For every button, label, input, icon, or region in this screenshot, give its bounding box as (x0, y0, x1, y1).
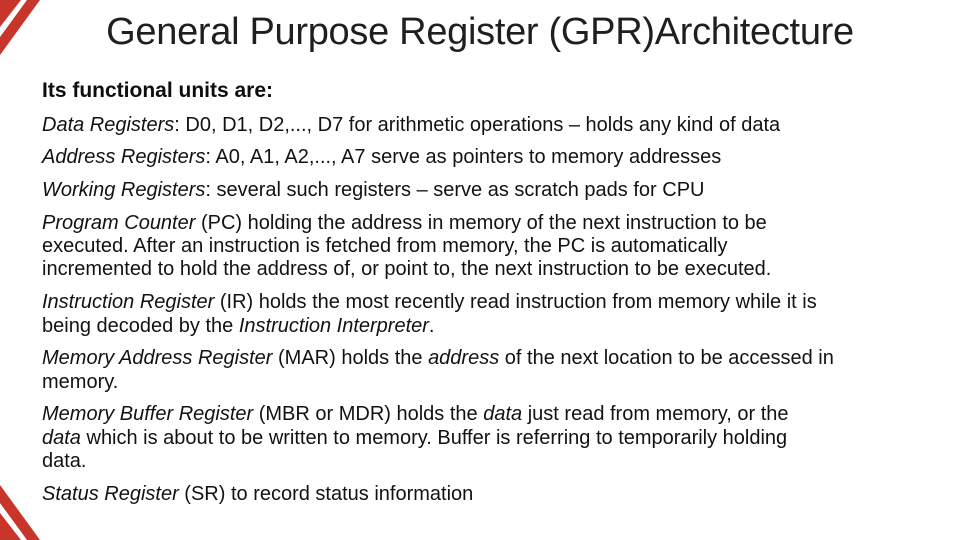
paragraph-status-register: Status Register (SR) to record status in… (42, 483, 944, 506)
text-run: incremented to hold the address of, or p… (42, 258, 772, 281)
text-run: Its functional units are: (42, 79, 274, 102)
paragraph-instruction-register: Instruction Register (IR) holds the most… (42, 291, 944, 338)
text-run: Data Registers (42, 113, 175, 136)
text-run: Instruction Register (42, 291, 215, 314)
text-run: (SR) to record status information (178, 482, 474, 505)
text-run: Program Counter (42, 211, 196, 234)
text-run: (MAR) holds the (272, 347, 429, 370)
text-run: . (428, 314, 435, 337)
text-run: just read from memory, or the (522, 403, 789, 426)
text-run: data (483, 403, 523, 426)
paragraph-working-registers: Working Registers: several such register… (42, 179, 944, 202)
paragraph-intro: Its functional units are: (42, 78, 944, 104)
text-run: (MBR or MDR) holds the (253, 403, 484, 426)
text-run: Instruction Interpreter (238, 314, 429, 337)
corner-chevron-top-left-icon (0, 0, 40, 55)
text-run: (IR) holds the most recently read instru… (214, 291, 817, 314)
paragraph-memory-address-register: Memory Address Register (MAR) holds the … (42, 347, 944, 394)
text-run: of the next location to be accessed in (499, 347, 834, 370)
text-run: Address Registers (42, 146, 206, 169)
text-run: being decoded by the (42, 314, 239, 337)
chevron-stripe (0, 0, 40, 55)
text-run: : A0, A1, A2,..., A7 serve as pointers t… (205, 146, 722, 169)
text-run: : D0, D1, D2,..., D7 for arithmetic oper… (174, 113, 781, 136)
text-run: Memory Buffer Register (42, 403, 254, 426)
chevron-stripe (0, 0, 21, 27)
text-run: address (428, 347, 500, 370)
text-run: which is about to be written to memory. … (80, 426, 788, 449)
chevron-stripe (0, 513, 21, 540)
corner-chevron-bottom-left-icon (0, 485, 40, 540)
text-run: data. (42, 450, 87, 473)
text-run: (PC) holding the address in memory of th… (195, 211, 767, 234)
paragraph-program-counter: Program Counter (PC) holding the address… (42, 212, 944, 282)
slide-title: General Purpose Register (GPR)Architectu… (106, 11, 854, 53)
slide-body: Its functional units are: Data Registers… (42, 78, 944, 516)
text-run: : several such registers – serve as scra… (205, 179, 705, 202)
text-run: memory. (42, 370, 119, 393)
paragraph-memory-buffer-register: Memory Buffer Register (MBR or MDR) hold… (42, 403, 944, 473)
paragraph-address-registers: Address Registers: A0, A1, A2,..., A7 se… (42, 146, 944, 169)
text-run: Working Registers (42, 179, 206, 202)
text-run: executed. After an instruction is fetche… (42, 235, 728, 258)
text-run: data (42, 426, 81, 449)
chevron-stripe (0, 485, 40, 540)
text-run: Memory Address Register (42, 347, 273, 370)
paragraph-data-registers: Data Registers: D0, D1, D2,..., D7 for a… (42, 114, 944, 137)
text-run: Status Register (42, 482, 179, 505)
